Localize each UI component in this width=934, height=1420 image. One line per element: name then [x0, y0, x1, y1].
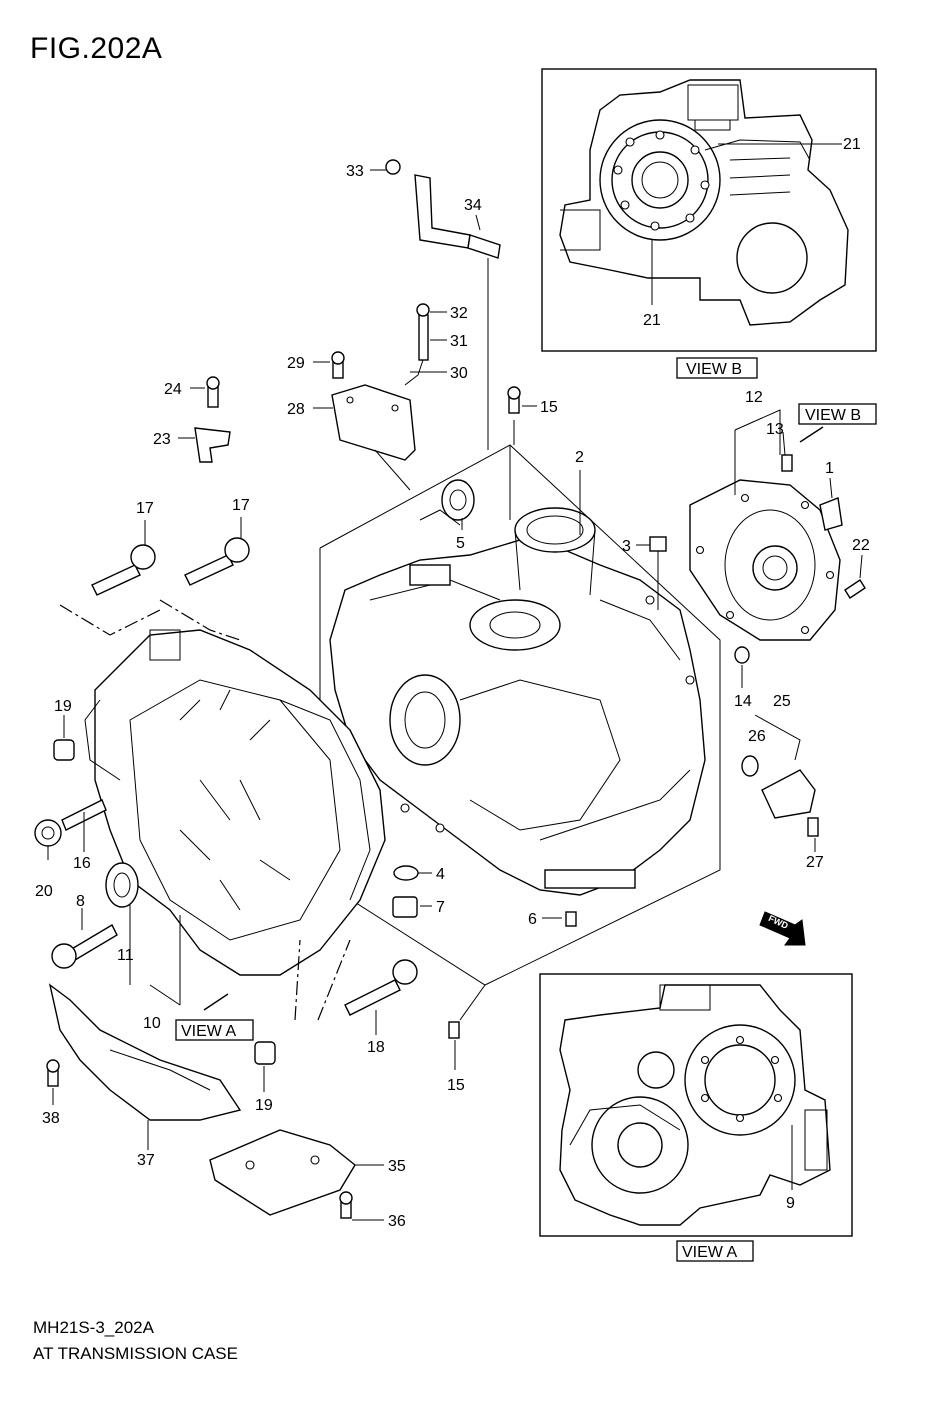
callout-25: 25 — [773, 693, 791, 710]
converter-housing: 10 — [84, 629, 386, 1032]
callout-17-right: 17 — [232, 497, 250, 514]
view-a-label-box — [676, 1240, 754, 1262]
gasket-1 — [819, 497, 843, 531]
callout-3: 3 — [622, 538, 631, 555]
callout-7: 7 — [436, 899, 445, 916]
callout-16: 16 — [73, 855, 91, 872]
clip-33 — [385, 159, 401, 175]
fwd-arrow-icon: FWD — [759, 911, 806, 946]
callout-20: 20 — [35, 883, 53, 900]
bolt-8 — [69, 924, 118, 961]
plate-37 — [48, 983, 242, 1121]
bolt-13 — [781, 454, 793, 472]
callout-31: 31 — [450, 333, 468, 350]
upper-parts — [194, 159, 521, 491]
callout-15-top: 15 — [540, 399, 558, 416]
bracket-23 — [194, 427, 231, 463]
callout-35: 35 — [388, 1158, 406, 1175]
leader-lines — [47, 169, 863, 1221]
callout-labels: 33 34 32 31 30 29 28 24 23 15 5 3 17 17 … — [35, 163, 870, 1230]
callout-13: 13 — [766, 421, 784, 438]
bushing-19-left — [53, 739, 75, 761]
callout-9: 9 — [786, 1195, 795, 1212]
pin-6 — [565, 911, 577, 927]
bolt-22 — [844, 579, 866, 599]
callout-8: 8 — [76, 893, 85, 910]
plug-3 — [649, 536, 667, 552]
view-a-ref-box — [175, 1019, 254, 1041]
callout-26: 26 — [748, 728, 766, 745]
figure-code: MH21S-3_202A — [33, 1318, 154, 1337]
seal-11 — [105, 862, 139, 908]
callout-24: 24 — [164, 381, 182, 398]
callout-2: 2 — [575, 449, 584, 466]
callout-4: 4 — [436, 866, 445, 883]
callout-19-left: 19 — [54, 698, 72, 715]
callout-5: 5 — [456, 535, 465, 552]
callout-12: 12 — [745, 389, 763, 406]
view-b-arrow — [799, 426, 824, 443]
bolt-27 — [807, 817, 819, 837]
seal-5 — [441, 479, 475, 521]
callout-18: 18 — [367, 1039, 385, 1056]
callout-36: 36 — [388, 1213, 406, 1230]
transmission-case: 2 — [319, 444, 721, 986]
plate-35 — [209, 1129, 356, 1216]
ring-26 — [741, 755, 759, 777]
pipe-31 — [418, 314, 429, 361]
side-cover: 12 — [689, 389, 841, 641]
figure-title: FIG.202A — [30, 32, 163, 65]
washer-4 — [393, 865, 419, 881]
view-b-ref-box — [798, 403, 877, 425]
callout-21-bottom: 21 — [643, 312, 661, 329]
callout-33: 33 — [346, 163, 364, 180]
callout-37: 37 — [137, 1152, 155, 1169]
callout-30: 30 — [450, 365, 468, 382]
ring-14 — [734, 646, 750, 664]
view-b-ref-label: VIEW B — [805, 407, 861, 424]
callout-32: 32 — [450, 305, 468, 322]
callout-11: 11 — [117, 947, 134, 964]
callout-28: 28 — [287, 401, 305, 418]
callout-34: 34 — [464, 197, 482, 214]
callout-29: 29 — [287, 355, 305, 372]
callout-22: 22 — [852, 537, 870, 554]
callout-21-top: 21 — [843, 136, 861, 153]
view-a-label: VIEW A — [682, 1244, 737, 1261]
callout-23: 23 — [153, 431, 171, 448]
view-a-ref-label: VIEW A — [181, 1023, 236, 1040]
callout-1: 1 — [825, 460, 834, 477]
bolt-18 — [344, 979, 401, 1016]
figure-name: AT TRANSMISSION CASE — [33, 1344, 238, 1363]
view-b-label-box — [676, 357, 758, 379]
callout-27: 27 — [806, 854, 824, 871]
callout-38: 38 — [42, 1110, 60, 1127]
callout-15-lower: 15 — [447, 1077, 465, 1094]
callout-17-left: 17 — [136, 500, 154, 517]
bushing-19-lower — [254, 1041, 276, 1065]
callout-10: 10 — [143, 1015, 161, 1032]
bracket-34 — [414, 174, 471, 249]
view-a-inset: 9 — [539, 973, 853, 1237]
sensor-15-lower — [448, 1021, 460, 1039]
nut-20 — [34, 819, 62, 847]
view-a-arrow — [203, 993, 229, 1011]
sensor-25 — [761, 769, 816, 819]
callout-6: 6 — [528, 911, 537, 928]
callout-14: 14 — [734, 693, 752, 710]
view-b-inset: 21 21 — [541, 68, 877, 352]
plug-7 — [392, 896, 418, 918]
plate-28 — [331, 384, 416, 461]
view-b-label: VIEW B — [686, 361, 742, 378]
callout-19-lower: 19 — [255, 1097, 273, 1114]
bolts-17 — [59, 537, 250, 641]
